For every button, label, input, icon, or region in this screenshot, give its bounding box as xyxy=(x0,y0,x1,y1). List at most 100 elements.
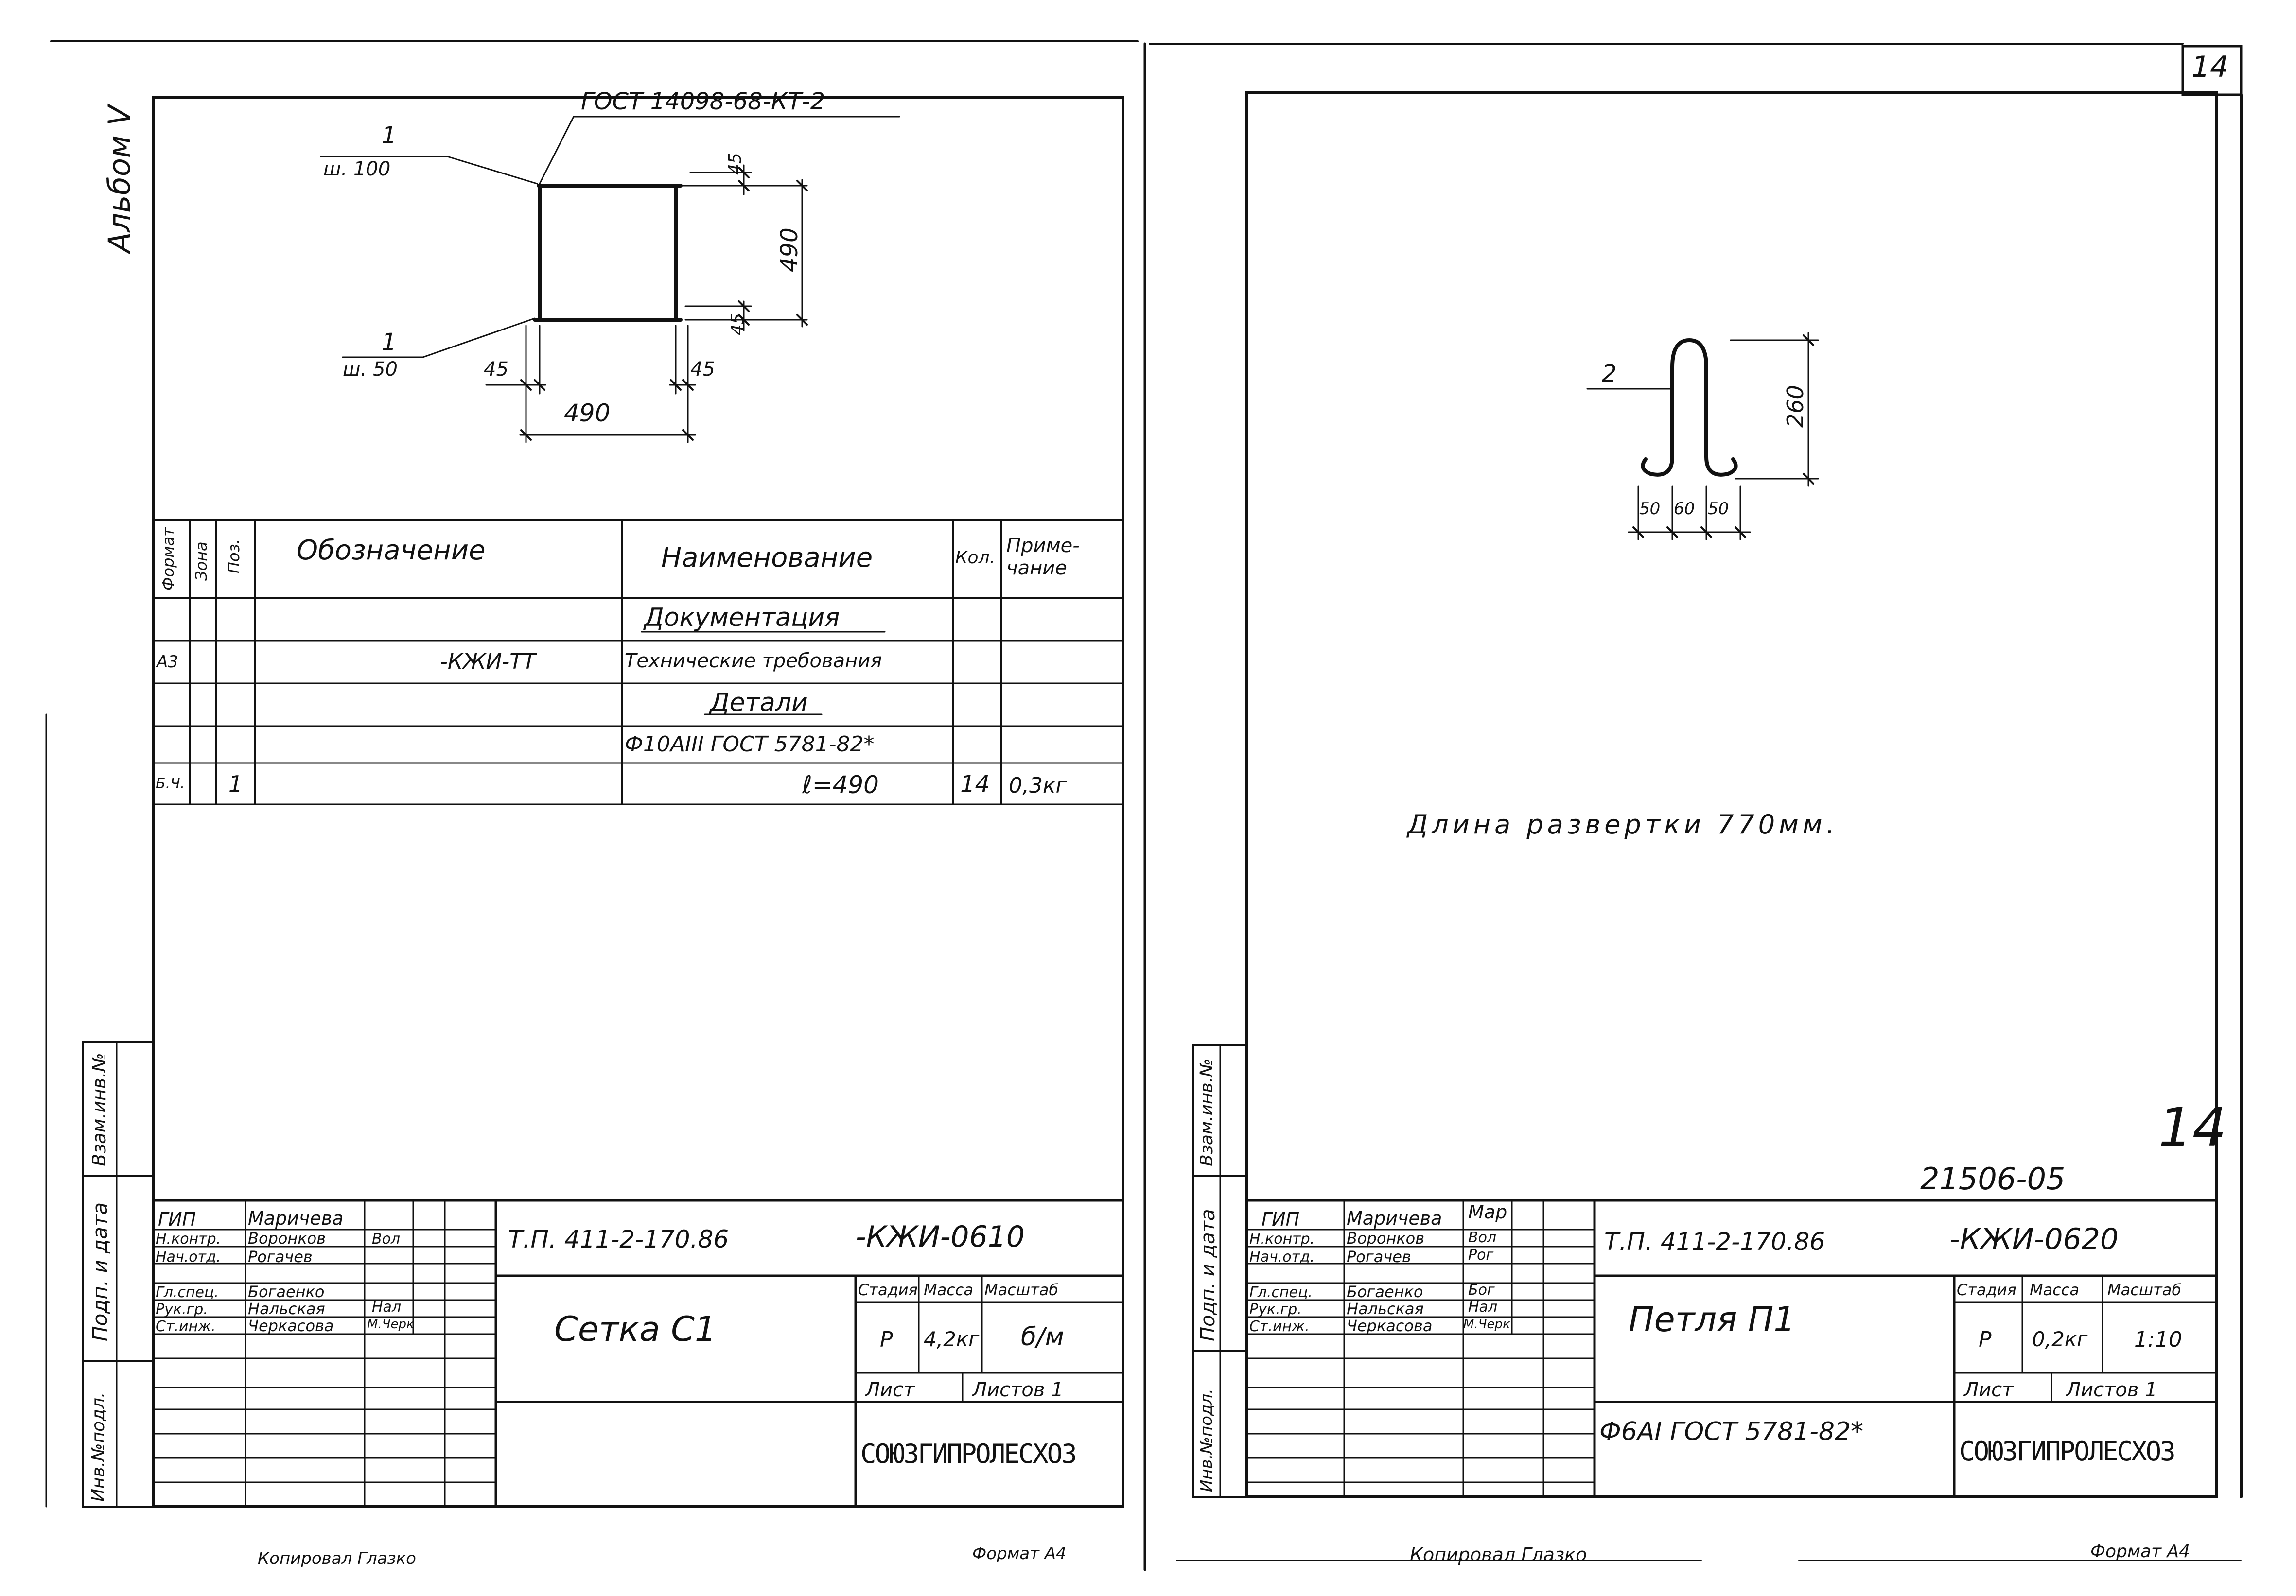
tb-name: Воронков xyxy=(248,1229,326,1248)
tb-title: Сетка С1 xyxy=(554,1309,717,1349)
dim-45-left: 45 xyxy=(484,358,508,381)
tb-role: Нач.отд. xyxy=(156,1249,221,1266)
tb-mass-label: Масса xyxy=(2030,1281,2080,1299)
tb-org: СОЮЗГИПРОЛЕСХОЗ xyxy=(860,1439,1077,1469)
spec-header-designation: Обозначение xyxy=(297,535,486,566)
side-label-podp: Подп. и дата xyxy=(88,1202,112,1341)
tb-name: Богаенко xyxy=(1347,1283,1423,1301)
spec-row-name: Технические требования xyxy=(625,650,882,672)
tb-scale-label: Масштаб xyxy=(2107,1281,2182,1299)
spec-header-note: Приме-чание xyxy=(1006,535,1080,579)
spec-row-qty: 14 xyxy=(960,771,990,798)
spec-row-name: Ф10АIII ГОСТ 5781-82* xyxy=(625,732,875,757)
tb-name: Маричева xyxy=(248,1208,344,1229)
spec-row-pos: 1 xyxy=(228,771,243,797)
spec-row-name: ℓ=490 xyxy=(802,771,879,799)
tb-sign: М.Черк xyxy=(1463,1317,1510,1332)
tb-name: Нальская xyxy=(248,1300,325,1318)
tb-role: Нач.отд. xyxy=(1249,1249,1315,1266)
dim-45-top: 45 xyxy=(725,153,745,175)
tb-sign: Нал xyxy=(1468,1299,1498,1316)
tb-role: ГИП xyxy=(1262,1209,1300,1230)
handwritten-page-number: 14 xyxy=(2158,1096,2226,1159)
tb-mass: 4,2кг xyxy=(924,1327,980,1351)
dim-a: 50 xyxy=(1639,499,1661,519)
footer-format: Формат А4 xyxy=(972,1544,1067,1563)
tb-role: Н.контр. xyxy=(1249,1231,1315,1248)
spec-header-qty: Кол. xyxy=(955,548,996,568)
tb-scale: б/м xyxy=(1021,1322,1064,1352)
tb-stage: Р xyxy=(1979,1327,1992,1352)
tb-sheets-label: Листов 1 xyxy=(972,1379,1064,1401)
tb-mass: 0,2кг xyxy=(2032,1327,2088,1351)
tb-role: Ст.инж. xyxy=(156,1318,216,1335)
dim-height: 260 xyxy=(1782,385,1808,428)
stamp-code: 21506-05 xyxy=(1920,1161,2066,1197)
side-label-inv: Инв.№подл. xyxy=(1197,1388,1216,1492)
tb-scale: 1:10 xyxy=(2134,1327,2182,1352)
tb-sheet-label: Лист xyxy=(1964,1379,2014,1401)
dim-c: 50 xyxy=(1708,499,1729,519)
tb-role: Рук.гр. xyxy=(156,1301,208,1318)
tb-name: Рогачев xyxy=(1347,1248,1411,1266)
tb-title: Петля П1 xyxy=(1629,1300,1795,1339)
callout-bottom-pos: 1 xyxy=(382,329,397,356)
callout-top-step: ш. 100 xyxy=(323,158,391,180)
spec-row-note: 0,3кг xyxy=(1009,773,1067,798)
side-label-vzam: Взам.инв.№ xyxy=(88,1053,110,1166)
tb-role: Н.контр. xyxy=(156,1231,221,1248)
dim-45-right-b: 45 xyxy=(728,313,748,335)
tb-stage-label: Стадия xyxy=(858,1281,918,1299)
spec-header-pos: Поз. xyxy=(225,539,243,573)
tb-code: -КЖИ-0610 xyxy=(856,1220,1025,1254)
spec-header-format: Формат xyxy=(159,527,177,590)
tb-org: СОЮЗГИПРОЛЕСХОЗ xyxy=(1959,1436,2176,1467)
tb-role: Гл.спец. xyxy=(156,1284,219,1301)
loop-pos: 2 xyxy=(1602,360,1617,387)
callout-bottom-step: ш. 50 xyxy=(343,358,398,381)
side-label-podp: Подп. и дата xyxy=(1197,1209,1219,1341)
spec-header-zone: Зона xyxy=(192,541,210,581)
tb-code: -КЖИ-0620 xyxy=(1949,1222,2119,1256)
page-number: 14 xyxy=(2191,50,2229,84)
gost-label: ГОСТ 14098-68-КТ-2 xyxy=(581,88,825,115)
tb-sheet-label: Лист xyxy=(865,1379,915,1401)
tb-project: Т.П. 411-2-170.86 xyxy=(1604,1228,1825,1256)
spec-row-designation: -КЖИ-ТТ xyxy=(440,649,536,674)
dim-b: 60 xyxy=(1674,499,1695,519)
spec-row-format: Б.Ч. xyxy=(156,775,185,792)
tb-sign: Вол xyxy=(1468,1229,1497,1246)
tb-name: Маричева xyxy=(1347,1208,1442,1229)
tb-stage-label: Стадия xyxy=(1957,1281,2016,1299)
footer-copied-by: Копировал Глазко xyxy=(258,1549,416,1568)
tb-role: Ст.инж. xyxy=(1249,1318,1310,1335)
spec-row-format: А3 xyxy=(157,652,178,672)
spec-header-name: Наименование xyxy=(661,542,873,573)
tb-sign: М.Черк xyxy=(367,1317,414,1332)
tb-scale-label: Масштаб xyxy=(984,1281,1059,1299)
tb-sheets-label: Листов 1 xyxy=(2066,1379,2157,1401)
dim-45-mid: 45 xyxy=(690,358,715,381)
tb-sign: Бог xyxy=(1468,1282,1495,1299)
tb-sign: Рог xyxy=(1468,1247,1494,1264)
album-label: Альбом V xyxy=(102,105,137,253)
tb-name: Черкасова xyxy=(248,1317,334,1335)
tb-name: Воронков xyxy=(1347,1229,1425,1248)
development-length-note: Длина развертки 770мм. xyxy=(1407,809,1839,840)
tb-project: Т.П. 411-2-170.86 xyxy=(508,1225,729,1253)
tb-sign: Вол xyxy=(372,1231,401,1248)
tb-sign: Нал xyxy=(372,1299,402,1316)
spec-row-name: Документация xyxy=(644,603,840,632)
tb-material: Ф6АI ГОСТ 5781-82* xyxy=(1599,1417,1864,1446)
tb-role: Гл.спец. xyxy=(1249,1284,1313,1301)
tb-stage: Р xyxy=(880,1327,893,1352)
callout-top-pos: 1 xyxy=(382,122,397,149)
side-label-vzam: Взам.инв.№ xyxy=(1197,1058,1217,1166)
tb-mass-label: Масса xyxy=(924,1281,974,1299)
dim-490-bottom: 490 xyxy=(564,399,611,427)
tb-name: Рогачев xyxy=(248,1248,313,1266)
tb-name: Черкасова xyxy=(1347,1317,1433,1335)
spec-row-name: Детали xyxy=(710,688,808,717)
side-label-inv: Инв.№подл. xyxy=(88,1392,108,1502)
